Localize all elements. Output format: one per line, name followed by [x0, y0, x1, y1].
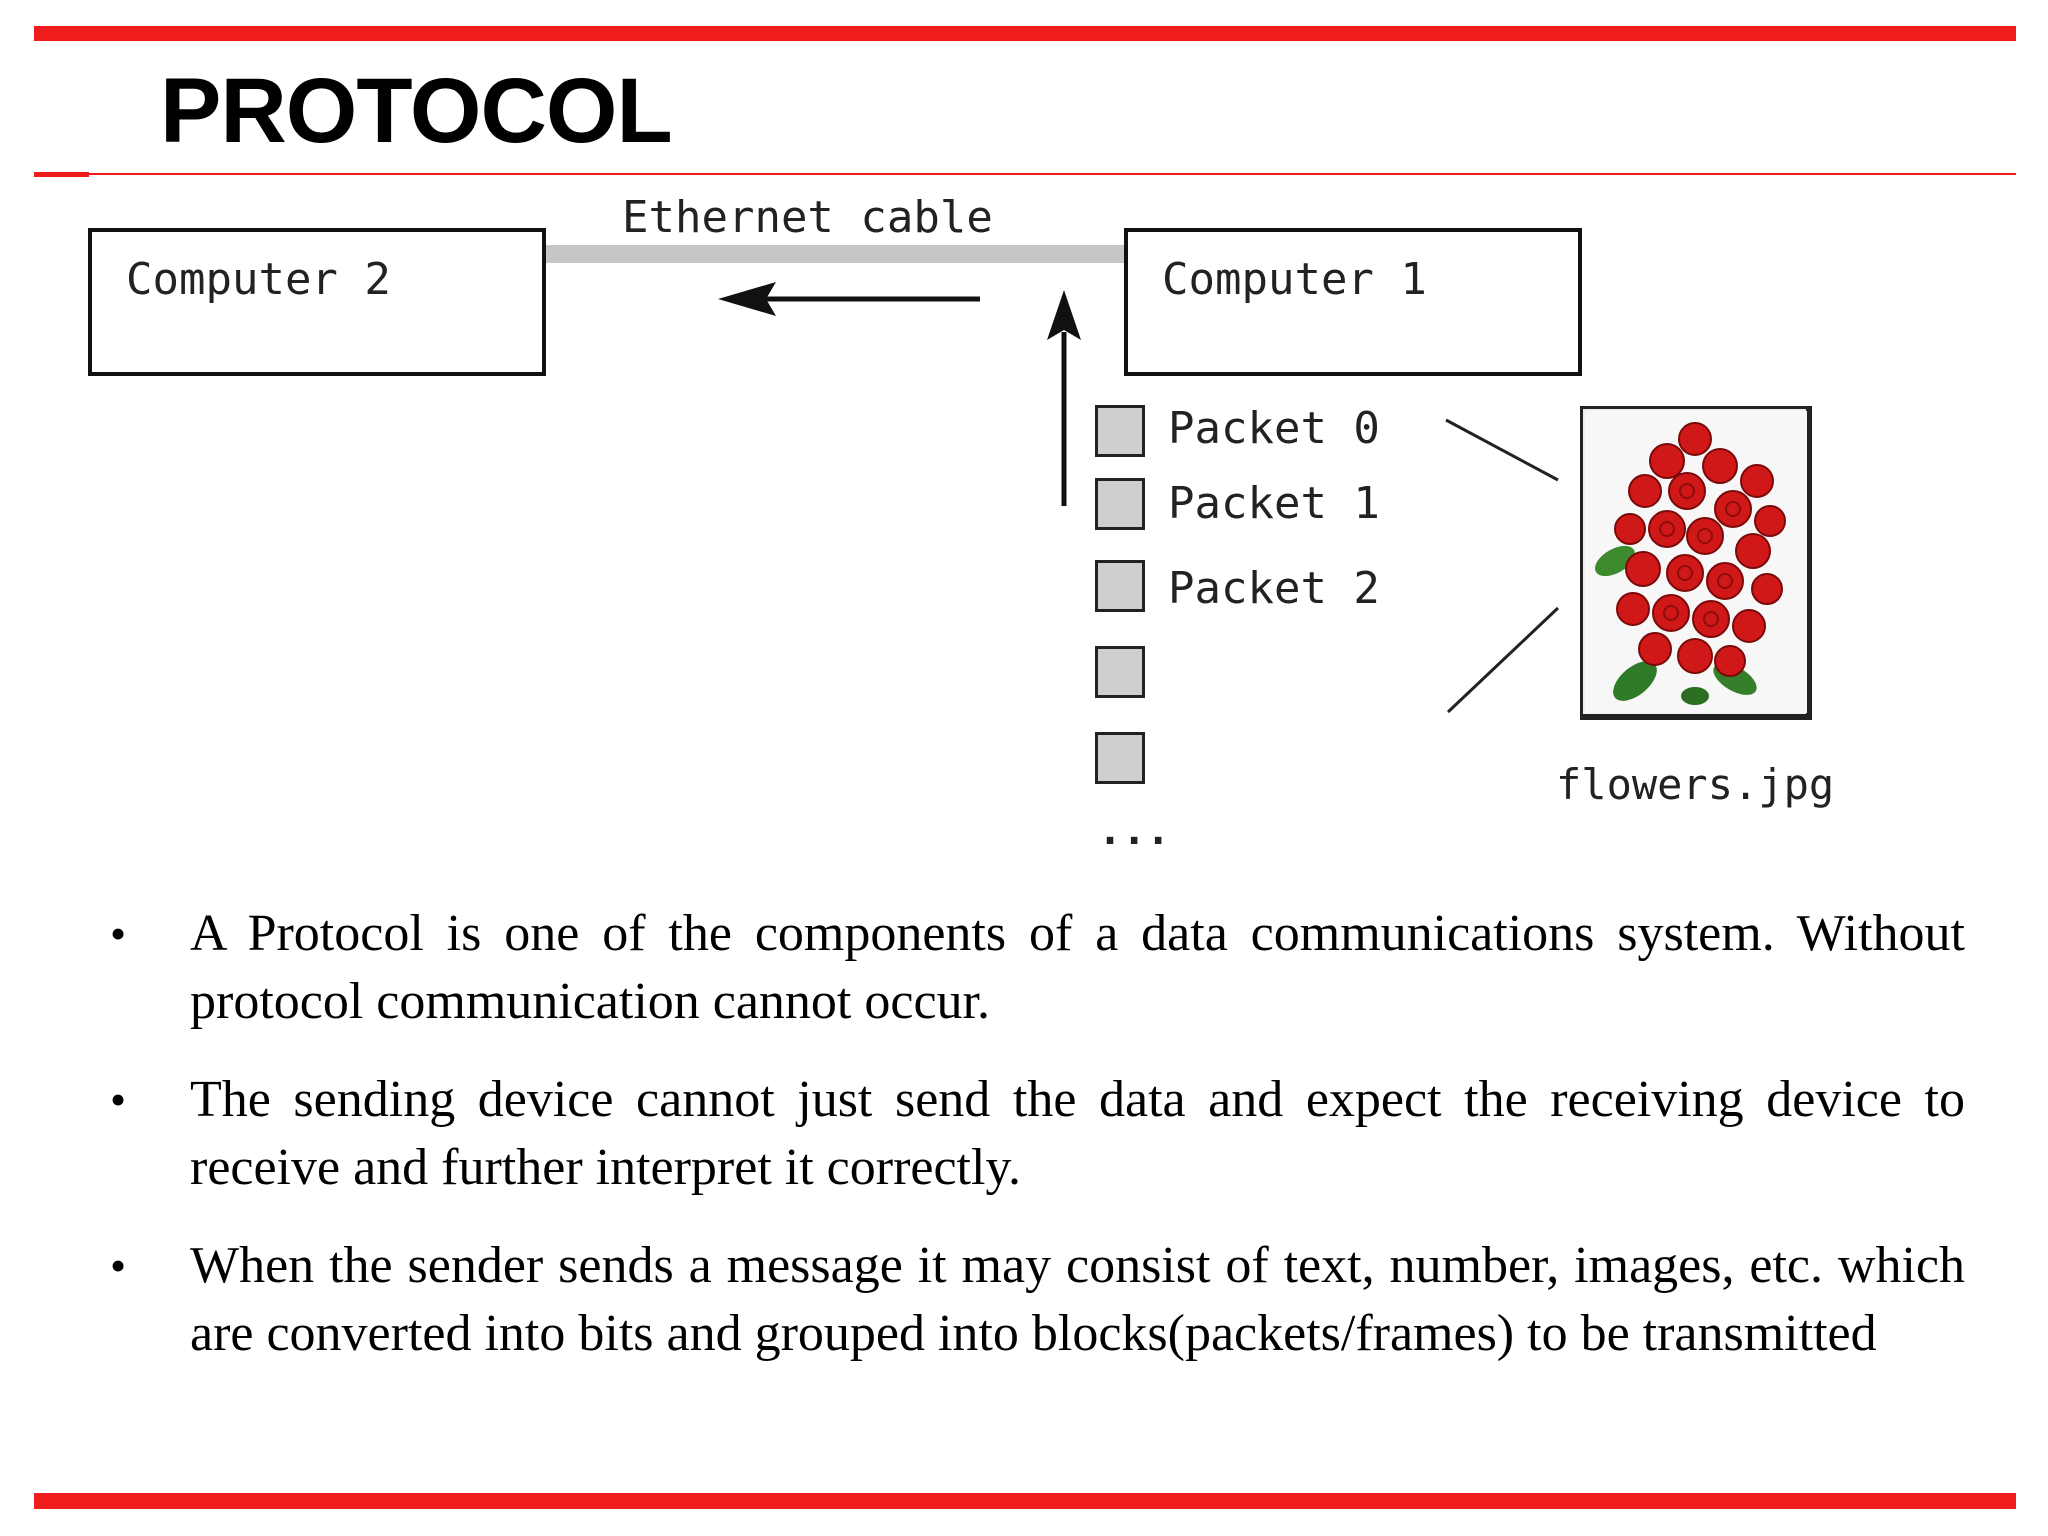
ethernet-cable-label: Ethernet cable [622, 192, 993, 243]
slide-title: PROTOCOL [160, 60, 673, 162]
bullet-text: The sending device cannot just send the … [190, 1071, 1965, 1196]
packet-2-square [1095, 560, 1145, 612]
computer-2-box: Computer 2 [88, 228, 546, 376]
diagram-connectors [520, 245, 1560, 714]
packet-0-square [1095, 405, 1145, 457]
bullet-text: When the sender sends a message it may c… [190, 1237, 1965, 1362]
packet-4-square [1095, 732, 1145, 784]
bullet-item: • The sending device cannot just send th… [100, 1066, 1965, 1202]
bottom-accent-bar [34, 1493, 2016, 1509]
bullet-marker: • [110, 1074, 127, 1125]
ethernet-cable [520, 245, 1140, 263]
title-underline [34, 173, 2016, 175]
roses-bouquet-icon [1585, 411, 1807, 713]
computer-2-label: Computer 2 [126, 254, 391, 305]
bullet-text: A Protocol is one of the components of a… [190, 905, 1965, 1030]
computer-1-label: Computer 1 [1162, 254, 1427, 305]
packet-1-label: Packet 1 [1168, 478, 1380, 529]
transfer-arrow-head [718, 282, 776, 316]
packet-1-square [1095, 478, 1145, 530]
upload-arrow-head [1047, 290, 1081, 340]
bullet-marker: • [110, 1240, 127, 1291]
file-connector-bottom [1446, 606, 1560, 714]
flowers-image-thumbnail [1580, 406, 1812, 720]
file-name-label: flowers.jpg [1556, 760, 1835, 809]
computer-1-box: Computer 1 [1124, 228, 1582, 376]
packet-2-label: Packet 2 [1168, 563, 1380, 614]
packet-3-square [1095, 646, 1145, 698]
title-underline-accent [34, 172, 89, 177]
protocol-diagram: Ethernet cable Computer 2 Computer 1 Pac… [88, 192, 1835, 854]
bullet-item: • A Protocol is one of the components of… [100, 900, 1965, 1036]
packet-0-label: Packet 0 [1168, 403, 1380, 454]
bullet-item: • When the sender sends a message it may… [100, 1232, 1965, 1368]
packet-ellipsis: ... [1098, 808, 1171, 854]
bullet-marker: • [110, 908, 127, 959]
top-accent-bar [34, 26, 2016, 41]
bullet-list: • A Protocol is one of the components of… [100, 900, 1965, 1398]
file-connector-top [1445, 418, 1559, 482]
